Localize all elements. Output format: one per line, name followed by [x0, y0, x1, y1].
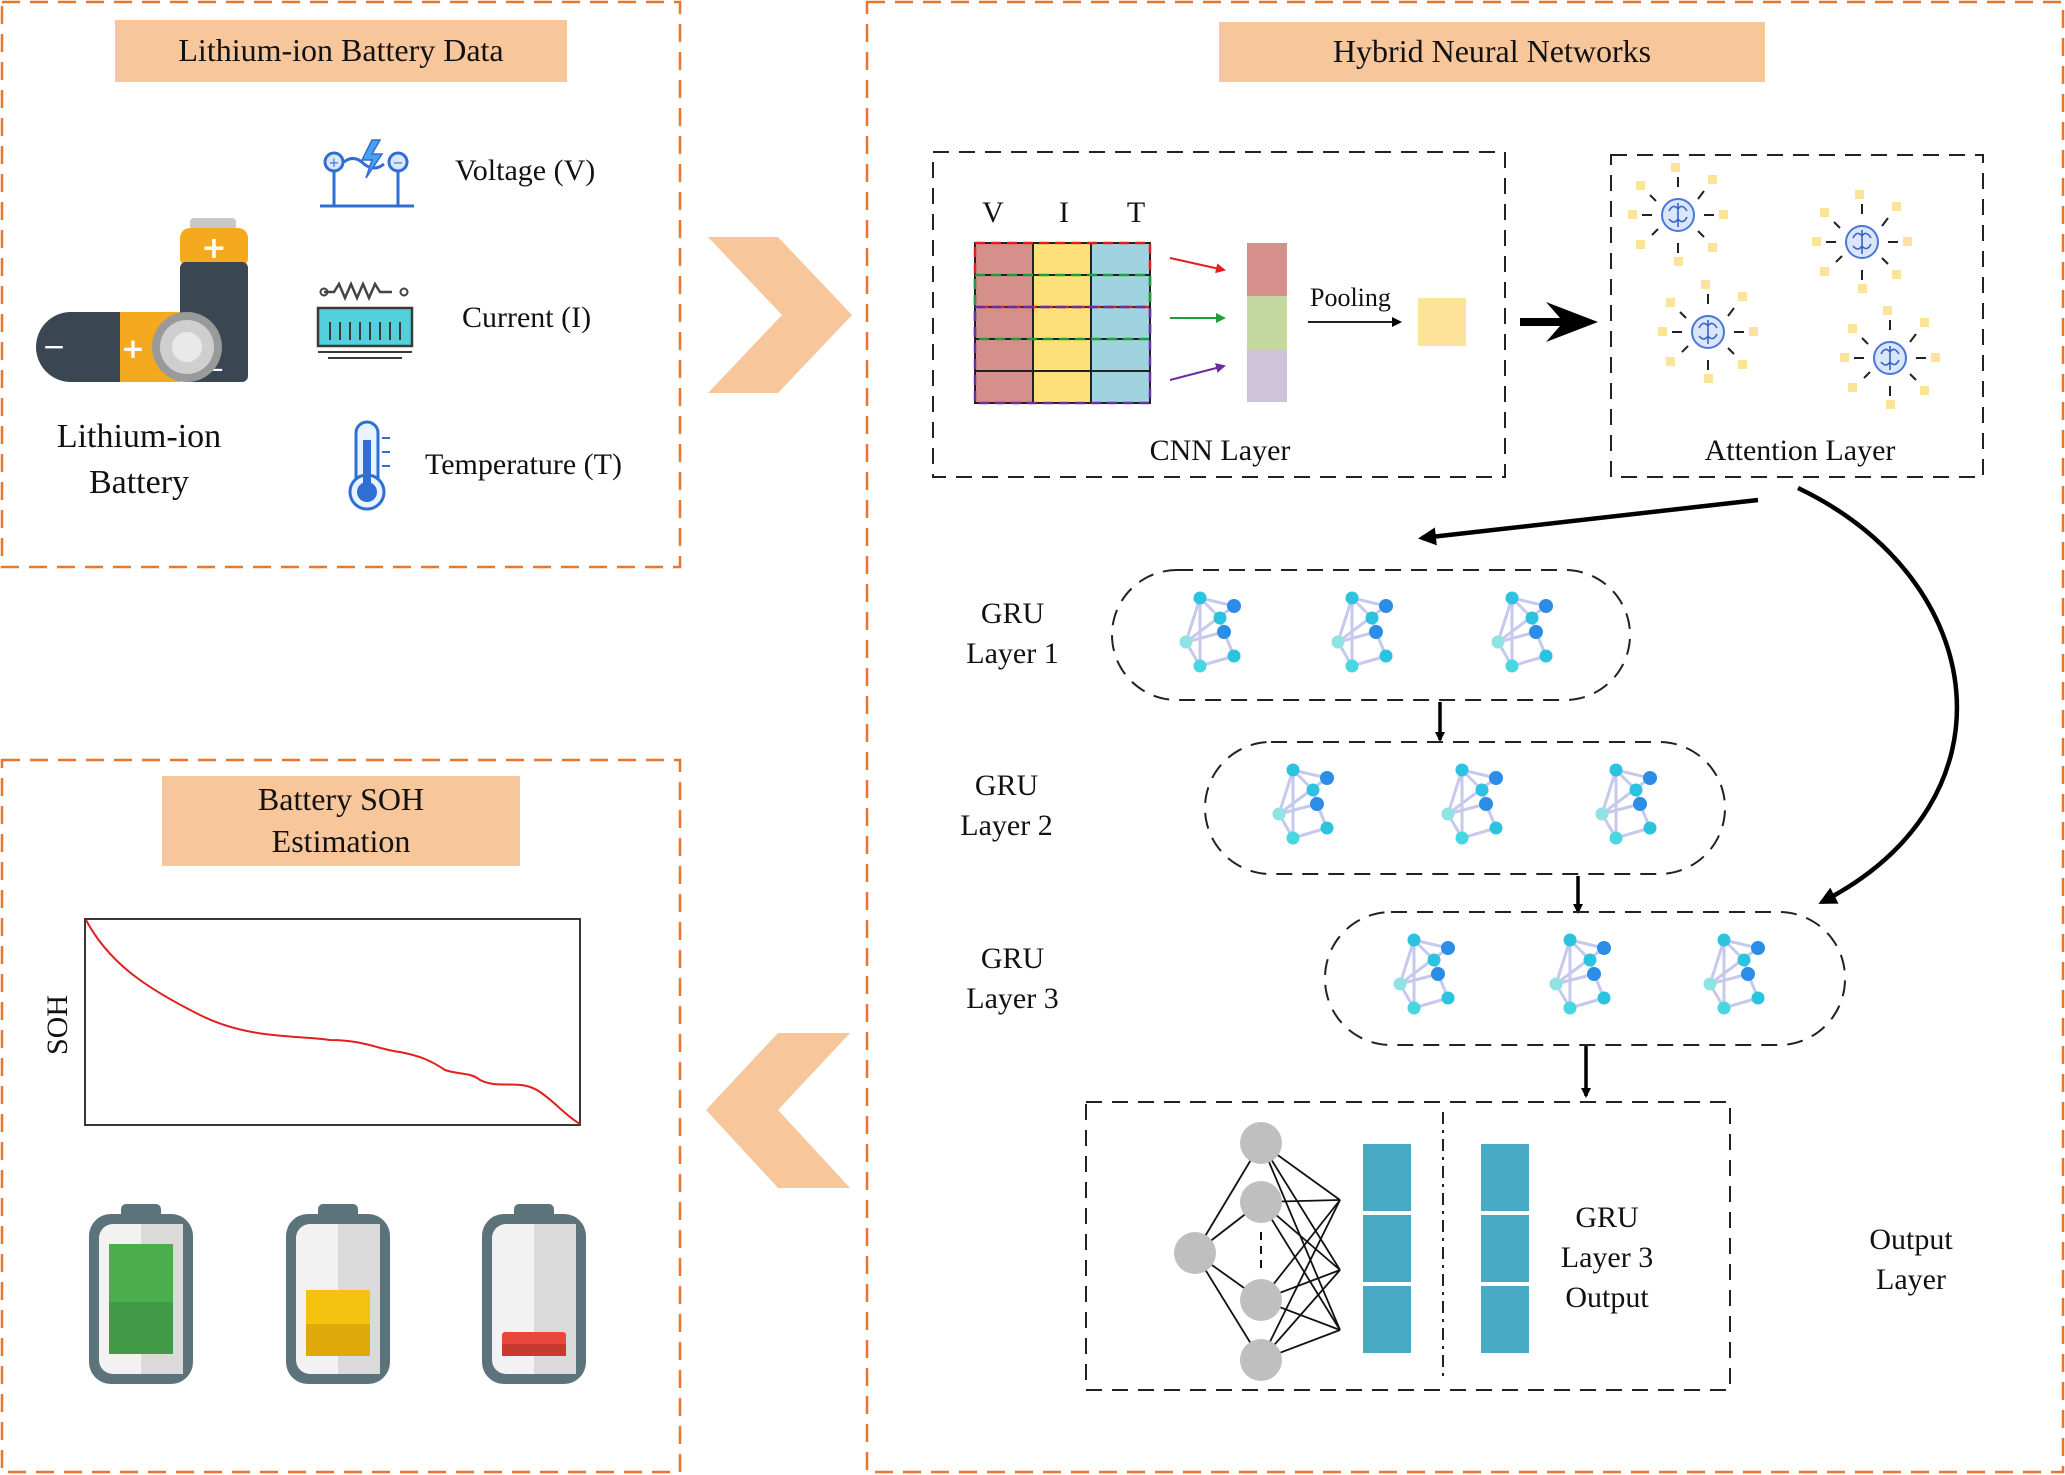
cnn-header-v: V [982, 196, 1004, 229]
lithium-battery-icon: + − − + [36, 218, 248, 385]
output-layer-box [1085, 1101, 1731, 1391]
attention-to-gru3-arrow [1797, 485, 1960, 904]
voltage-label: Voltage (V) [455, 154, 596, 187]
cnn-header-i: I [1059, 196, 1069, 229]
gru-output-line1: GRU [1575, 1201, 1639, 1234]
feature-map [1247, 243, 1287, 402]
soh-plot-frame [84, 918, 581, 1126]
gru-layer-1-label: GRU Layer 1 [940, 594, 1085, 674]
input-matrix [973, 241, 1152, 405]
gru-cell-2-1 [1271, 762, 1336, 846]
pooling-label: Pooling [1310, 283, 1391, 312]
gru-cell-3-1 [1392, 932, 1457, 1016]
current-label: Current (I) [462, 301, 592, 334]
output-bars-right [1481, 1144, 1529, 1353]
cnn-header-t: T [1126, 196, 1146, 229]
gru-layer-3-line2: Layer 3 [966, 982, 1059, 1015]
network-title: Hybrid Neural Networks [1219, 22, 1765, 82]
attention-neuron-4 [1839, 305, 1941, 410]
temperature-label: Temperature (T) [425, 448, 622, 481]
svg-text:−: − [393, 156, 404, 171]
attention-layer-box [1610, 154, 1984, 478]
soh-curve [85, 919, 581, 1125]
right-chevron-icon [708, 237, 852, 393]
attention-neuron-3 [1657, 279, 1759, 384]
pooled-feature [1418, 298, 1466, 346]
gru-layer-1-line1: GRU [980, 597, 1045, 630]
battery-label-line1: Lithium-ion [56, 418, 222, 455]
attention-neuron-1 [1627, 162, 1729, 267]
gru-layer-2-box [1204, 741, 1726, 875]
gru-cell-3-3 [1702, 932, 1767, 1016]
battery-data-title: Lithium-ion Battery Data [115, 20, 567, 82]
gru-layer-2-line2: Layer 2 [960, 809, 1053, 842]
soh-panel [0, 758, 682, 1474]
svg-text:+: + [329, 156, 340, 171]
voltage-icon: + − [320, 139, 414, 208]
thermometer-icon [348, 420, 390, 511]
gru-layer-1-box [1111, 569, 1631, 701]
gru-layer-2-label: GRU Layer 2 [934, 766, 1079, 846]
dense-network [1174, 1122, 1341, 1381]
left-chevron-icon [706, 1033, 850, 1188]
attention-to-gru1-arrow [1418, 497, 1759, 546]
gru-cell-3-2 [1548, 932, 1613, 1016]
output-layer-line1: Output [1869, 1223, 1953, 1256]
battery-label-line2: Battery [88, 464, 190, 501]
svg-text:−: − [42, 330, 65, 363]
cnn-layer-caption: CNN Layer [1149, 434, 1291, 467]
network-panel [865, 0, 2065, 1474]
output-layer-line2: Layer [1876, 1263, 1946, 1296]
gru-layer-2-line1: GRU [974, 769, 1039, 802]
gru-layer-3-box [1324, 911, 1846, 1046]
gru-cell-1-2 [1330, 590, 1395, 674]
gru-cell-2-2 [1440, 762, 1505, 846]
attention-neuron-2 [1811, 189, 1913, 294]
svg-text:+: + [121, 332, 144, 365]
current-icon [316, 280, 414, 359]
output-bars-left [1363, 1144, 1411, 1353]
full-battery-icon [89, 1204, 193, 1384]
cnn-to-attention-arrow [1520, 302, 1598, 342]
attention-layer-caption: Attention Layer [1704, 434, 1896, 467]
gru-cell-1-1 [1178, 590, 1243, 674]
cnn-layer-box [932, 151, 1506, 478]
conv-arrow-red [1169, 257, 1226, 274]
gru-output-line2: Layer 3 [1560, 1241, 1654, 1274]
gru-output-label: GRU Layer 3 Output [1540, 1198, 1674, 1318]
gru-cell-2-3 [1594, 762, 1659, 846]
gru-output-line3: Output [1565, 1281, 1649, 1314]
soh-y-label: SOH [41, 995, 74, 1056]
soh-title-line2: Estimation [271, 823, 411, 859]
battery-data-panel [0, 0, 682, 569]
battery-label: Lithium-ion Battery [30, 414, 248, 506]
low-battery-icon [482, 1204, 586, 1384]
soh-title: Battery SOH Estimation [162, 776, 520, 866]
gru-layer-3-label: GRU Layer 3 [940, 939, 1085, 1019]
gru-layer-3-line1: GRU [980, 942, 1045, 975]
soh-title-line1: Battery SOH [257, 781, 425, 818]
gru-layer-1-line2: Layer 1 [966, 637, 1059, 670]
gru-cell-1-3 [1490, 590, 1555, 674]
conv-arrow-purple [1169, 363, 1226, 381]
output-layer-label: Output Layer [1842, 1220, 1980, 1300]
svg-text:+: + [201, 231, 226, 266]
half-battery-icon [286, 1204, 390, 1384]
